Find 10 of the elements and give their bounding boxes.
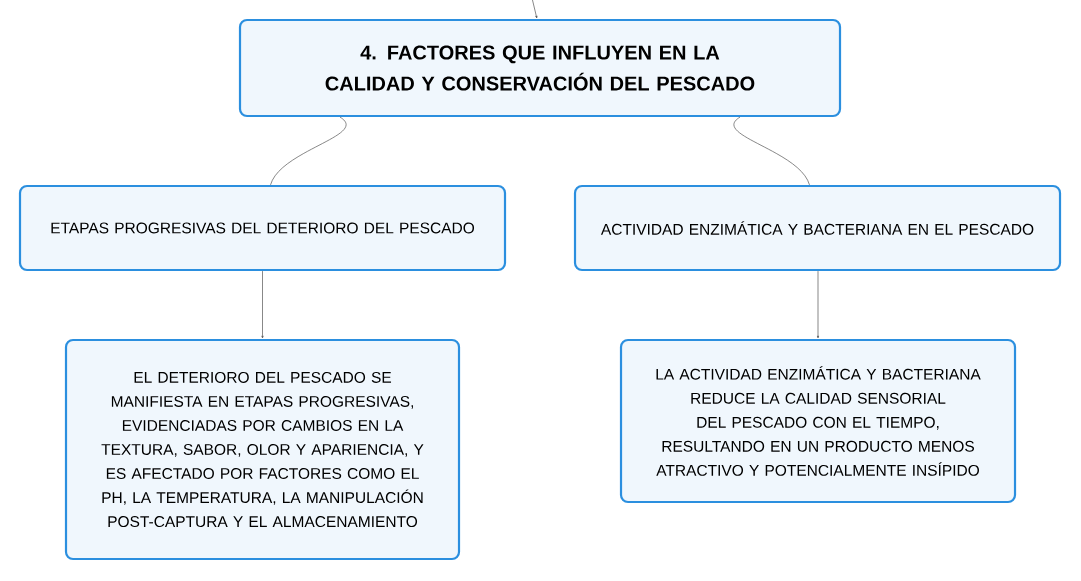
- description-box: EL DETERIORO DEL PESCADO SE MANIFIESTA EN ETAPAS PROGRESIVAS, EVIDENCIADAS POR CAMBIOS EN LA TEXTURA, SABOR, OLOR Y APARIENCIA, Y ES AFECTADO POR FACTORES COMO EL PH, LA TEMPERATURA, LA MANIPULACIÓN POST-CAPTURA Y EL ALMACENAMIENTO: [64, 338, 461, 561]
- subtopic-box: ACTIVIDAD ENZIMÁTICA Y BACTERIANA EN EL PESCADO: [573, 184, 1062, 272]
- description-box: LA ACTIVIDAD ENZIMÁTICA Y BACTERIANA REDUCE LA CALIDAD SENSORIAL DEL PESCADO CON EL TIEMPO, RESULTANDO EN UN PRODUCTO MENOS ATRACTIVO Y POTENCIALMENTE INSÍPIDO: [619, 338, 1017, 504]
- subtopic-box: ETAPAS PROGRESIVAS DEL DETERIORO DEL PESCADO: [18, 184, 507, 272]
- topic-box: 4. FACTORES QUE INFLUYEN EN LA CALIDAD Y CONSERVACIÓN DEL PESCADO: [238, 18, 842, 118]
- connector: [261, 270, 264, 339]
- connector: [270, 116, 347, 186]
- connector: [733, 116, 810, 186]
- connector: [531, 0, 538, 19]
- connector: [816, 270, 820, 339]
